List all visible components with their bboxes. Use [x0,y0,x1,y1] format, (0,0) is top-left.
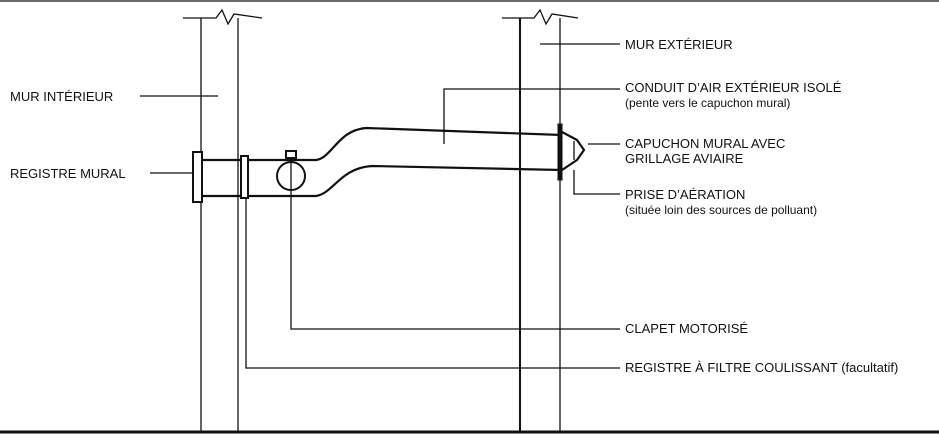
leader-sliding-filter-register [245,198,620,369]
sliding-filter-register [240,155,249,199]
label-insulated-duct-note: (pente vers le capuchon mural) [625,96,790,110]
interior-wall [183,8,263,432]
wall-cap [557,123,586,181]
label-air-intake: PRISE D’AÉRATION [625,187,745,202]
label-air-intake-note: (située loin des sources de polluant) [625,203,817,217]
insulated-duct [201,126,563,198]
exterior-wall [502,8,579,432]
label-wall-cap-line1: CAPUCHON MURAL AVEC [625,136,785,151]
leader-insulated-duct [443,88,620,144]
label-insulated-duct: CONDUIT D’AIR EXTÉRIEUR ISOLÉ [625,80,842,95]
wall-register-flange [192,151,203,203]
label-wall-register: REGISTRE MURAL [10,166,126,181]
label-interior-wall: MUR INTÉRIEUR [10,89,113,104]
leader-motorized-damper [290,192,620,330]
interior-wall-break-mark [183,8,263,26]
exterior-wall-break-mark [502,8,579,26]
label-wall-cap-line2: GRILLAGE AVIAIRE [625,151,744,166]
leader-air-intake [573,170,620,195]
label-exterior-wall: MUR EXTÉRIEUR [625,37,733,52]
label-motorized-damper: CLAPET MOTORISÉ [625,321,748,336]
motorized-damper [276,150,306,192]
label-sliding-filter-register: REGISTRE À FILTRE COULISSANT (facultatif… [625,360,898,375]
